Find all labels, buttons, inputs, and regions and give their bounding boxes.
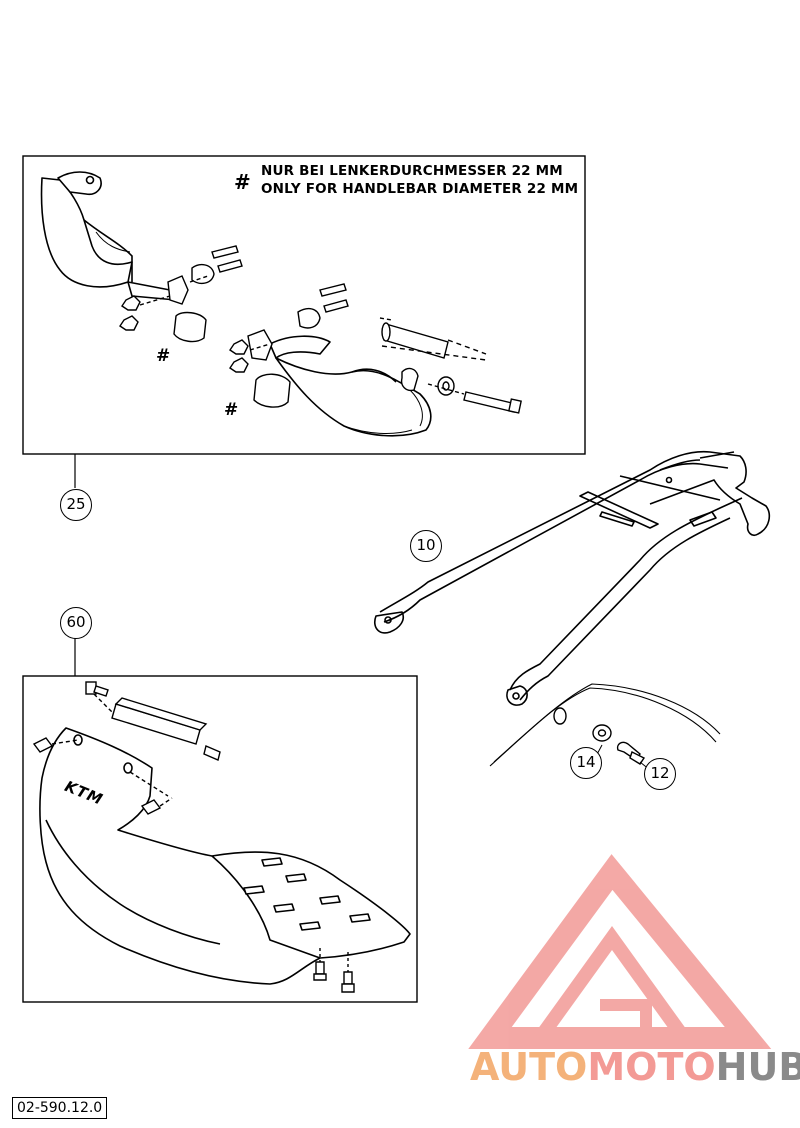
right-handguard — [269, 335, 432, 437]
watermark-logo — [468, 854, 772, 1049]
document-number: 02-590.12.0 — [12, 1097, 108, 1119]
note-line-german: NUR BEI LENKERDURCHMESSER 22 MM — [261, 163, 563, 179]
hash-mark-right-spacer: # — [224, 400, 239, 420]
skid-bottom-bolts — [313, 948, 355, 993]
handlebar-note: NUR BEI LENKERDURCHMESSER 22 MM ONLY FOR… — [261, 162, 578, 198]
callout-12: 12 — [644, 758, 676, 790]
callout-25: 25 — [60, 489, 92, 521]
skid-mount-bar — [32, 681, 221, 815]
handlebar-end — [379, 317, 522, 414]
handguard-box — [22, 155, 586, 455]
callout-14: 14 — [570, 747, 602, 779]
note-symbol: # — [234, 170, 251, 194]
skidplate-box — [22, 675, 418, 1003]
bolt-12 — [616, 741, 646, 765]
callout-10: 10 — [410, 530, 442, 562]
rear-fender — [489, 683, 721, 767]
hash-mark-left-spacer: # — [156, 346, 171, 366]
callout-60: 60 — [60, 607, 92, 639]
brand-part-hub: HUB — [715, 1045, 800, 1089]
brand-part-moto: MOTO — [587, 1045, 716, 1089]
skid-plate — [39, 727, 411, 985]
right-clamp — [229, 283, 349, 408]
washer-14 — [592, 724, 612, 742]
watermark-brand: AUTOMOTOHUB — [470, 1045, 800, 1089]
brand-part-auto: AUTO — [470, 1045, 588, 1089]
rear-rack — [374, 450, 771, 706]
left-clamp — [119, 245, 243, 343]
note-line-english: ONLY FOR HANDLEBAR DIAMETER 22 MM — [261, 181, 579, 197]
left-handguard — [40, 171, 177, 301]
